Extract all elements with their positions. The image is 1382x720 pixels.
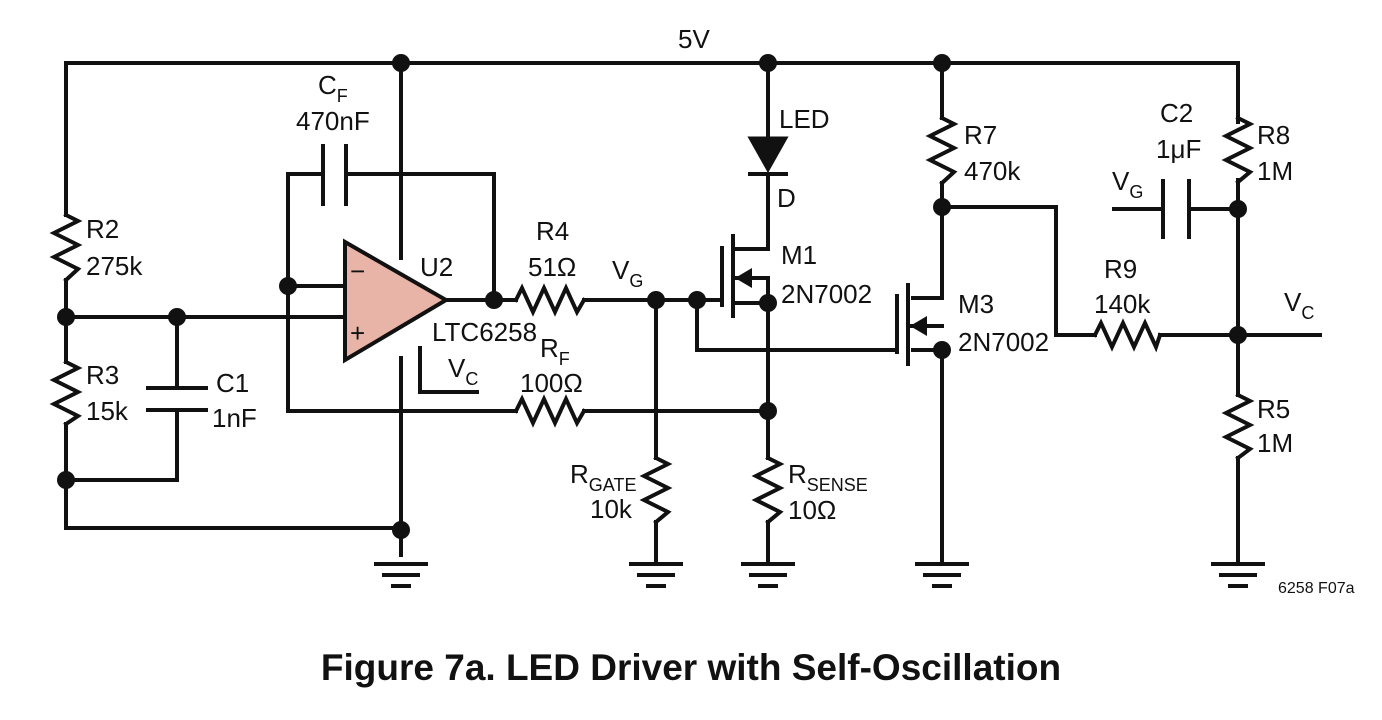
ground-symbol-rsense	[741, 562, 795, 588]
r8-value: 1M	[1257, 156, 1293, 186]
ground-symbol-u2	[374, 562, 428, 588]
figure-id: 6258 F07a	[1278, 580, 1355, 597]
led-pin-d-label: D	[777, 183, 796, 213]
rf-value: 100Ω	[520, 368, 583, 398]
r7-label: R7	[964, 120, 997, 150]
rgate-label: RGATE	[570, 459, 636, 495]
u2-label: U2	[420, 252, 453, 282]
m3-part: 2N7002	[958, 327, 1049, 357]
r3-value: 15k	[86, 396, 129, 426]
rsense-value: 10Ω	[788, 495, 836, 525]
r5-label: R5	[1257, 394, 1290, 424]
opamp-u2: − +	[343, 238, 450, 364]
m1-label: M1	[781, 240, 817, 270]
cf-value: 470nF	[296, 106, 370, 136]
resistor-r5	[1221, 392, 1255, 461]
c1-label: C1	[216, 368, 249, 398]
supply-label: 5V	[678, 24, 710, 54]
resistor-r4	[513, 283, 587, 317]
vc-output-label: VC	[1284, 287, 1314, 323]
ground-symbol-rgate	[629, 562, 683, 588]
led-diode	[747, 136, 789, 176]
r4-value: 51Ω	[528, 252, 576, 282]
r9-value: 140k	[1094, 289, 1151, 319]
figure-caption: Figure 7a. LED Driver with Self-Oscillat…	[321, 647, 1061, 688]
capacitor-cf	[321, 144, 348, 206]
r7-value: 470k	[964, 156, 1021, 186]
u2-part: LTC6258	[432, 317, 537, 347]
cf-label: CF	[318, 70, 348, 106]
opamp-minus-sign: −	[350, 256, 365, 286]
r3-label: R3	[86, 360, 119, 390]
resistor-rf	[513, 394, 587, 428]
resistor-r9	[1092, 318, 1163, 353]
capacitor-c2	[1161, 179, 1191, 239]
rf-label: RF	[540, 333, 570, 369]
c2-value: 1μF	[1156, 134, 1201, 164]
vg-node-label: VG	[612, 255, 643, 291]
led-label: LED	[779, 104, 830, 134]
r2-label: R2	[86, 214, 119, 244]
ground-symbol-m3	[915, 562, 969, 588]
resistor-r2	[49, 212, 83, 283]
opamp-body	[343, 238, 450, 364]
ground-symbol-r5	[1211, 562, 1265, 588]
wiring	[64, 61, 1322, 566]
resistor-rsense	[751, 455, 785, 525]
resistor-r8	[1221, 115, 1255, 185]
c1-value: 1nF	[212, 403, 257, 433]
rsense-label: RSENSE	[788, 459, 868, 495]
r4-label: R4	[536, 216, 569, 246]
capacitor-c1	[146, 386, 208, 412]
mosfet-m3	[895, 283, 944, 366]
opamp-plus-sign: +	[350, 318, 365, 348]
resistor-r7	[925, 115, 959, 186]
c2-label: C2	[1160, 98, 1193, 128]
r5-value: 1M	[1257, 428, 1293, 458]
u2-vc-pin-label: VC	[448, 353, 478, 389]
r9-label: R9	[1104, 254, 1137, 284]
r2-value: 275k	[86, 251, 143, 281]
c2-input-label: VG	[1112, 166, 1143, 202]
rgate-value: 10k	[590, 494, 633, 524]
resistor-r3	[49, 359, 83, 427]
mosfet-m1	[720, 234, 770, 318]
m3-label: M3	[958, 289, 994, 319]
junction-dots	[57, 54, 1247, 539]
r8-label: R8	[1257, 120, 1290, 150]
m1-part: 2N7002	[781, 279, 872, 309]
resistor-rgate	[639, 455, 673, 525]
